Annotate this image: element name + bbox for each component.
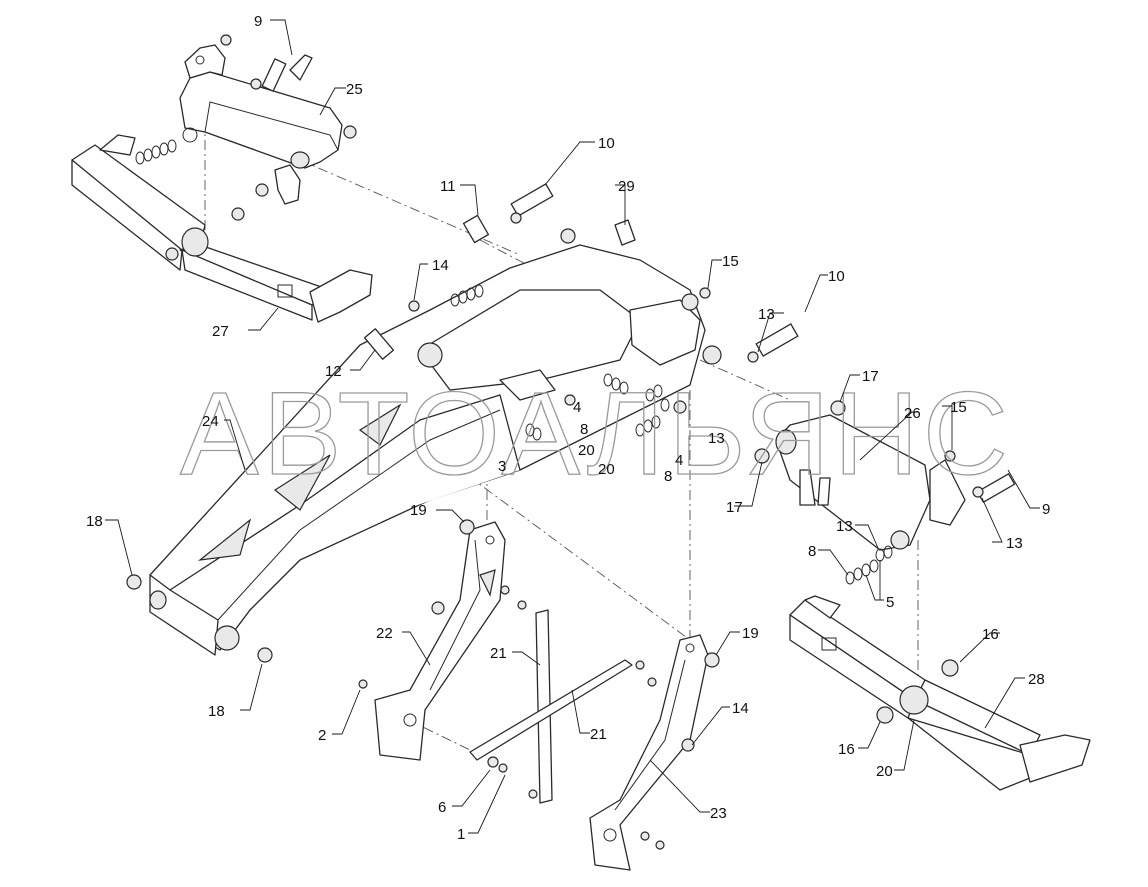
callout-13c: 13: [836, 518, 853, 535]
callout-13d: 13: [1006, 535, 1023, 552]
part-23-right-leg: [589, 634, 709, 871]
callout-8c: 8: [808, 543, 816, 560]
callout-14b: 14: [732, 700, 749, 717]
callout-10: 10: [598, 135, 615, 152]
callout-20c: 20: [876, 763, 893, 780]
callout-24: 24: [202, 413, 219, 430]
callout-28: 28: [1028, 671, 1045, 688]
part-25-upper-bracket: [179, 44, 343, 205]
part-28-right-crossbar: [789, 595, 1091, 791]
callout-21: 21: [490, 645, 507, 662]
callout-9: 9: [254, 13, 262, 30]
callout-21b: 21: [590, 726, 607, 743]
callout-3: 3: [498, 458, 506, 475]
callout-17: 17: [862, 368, 879, 385]
callout-20: 20: [578, 442, 595, 459]
callout-15: 15: [722, 253, 739, 270]
leader-lines: [105, 19, 1040, 834]
callout-4: 4: [573, 399, 581, 416]
callout-22: 22: [376, 625, 393, 642]
part-26-right-bracket: [775, 414, 966, 551]
callout-17b: 17: [726, 499, 743, 516]
callout-14: 14: [432, 257, 449, 274]
callout-16b: 16: [838, 741, 855, 758]
callout-2: 2: [318, 727, 326, 744]
callout-18: 18: [86, 513, 103, 530]
callout-13b: 13: [708, 430, 725, 447]
callout-11: 11: [440, 178, 456, 195]
callout-13: 13: [758, 306, 775, 323]
callout-26: 26: [904, 405, 921, 422]
callout-18b: 18: [208, 703, 225, 720]
fasteners: [126, 34, 1016, 850]
callout-1: 1: [457, 826, 465, 843]
callout-19: 19: [410, 502, 427, 519]
callout-4b: 4: [675, 452, 683, 469]
watermark: АВТОАЛЬЯНС: [180, 368, 1012, 500]
callout-25: 25: [346, 81, 363, 98]
callout-9b: 9: [1042, 501, 1050, 518]
callout-19b: 19: [742, 625, 759, 642]
callout-10b: 10: [828, 268, 845, 285]
callout-6: 6: [438, 799, 446, 816]
callout-12: 12: [325, 363, 342, 380]
callout-23: 23: [710, 805, 727, 822]
callout-15b: 15: [950, 399, 967, 416]
callout-27: 27: [212, 323, 229, 340]
part-27-left-crossbar: [71, 134, 373, 323]
callout-labels: 9 25 10 11 29 14 15 10 27 13 12 17 15 4 …: [86, 13, 1050, 843]
callout-5: 5: [886, 594, 894, 611]
part-22-left-leg: [374, 521, 506, 761]
callout-20b: 20: [598, 461, 615, 478]
callout-8: 8: [580, 421, 588, 438]
callout-16: 16: [982, 626, 999, 643]
callout-8b: 8: [664, 468, 672, 485]
callout-29: 29: [618, 178, 635, 195]
part-24-main-frame: [149, 228, 722, 656]
part-21-braces: [469, 609, 633, 804]
